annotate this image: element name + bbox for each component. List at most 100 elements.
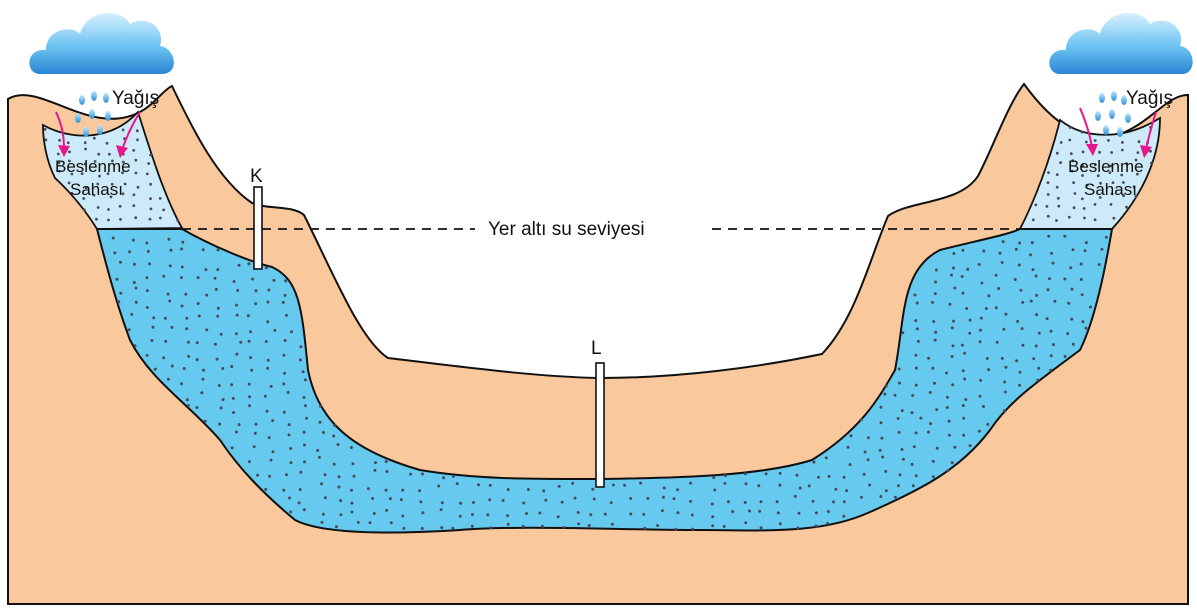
pore-dot: [180, 248, 183, 251]
pore-dot: [964, 398, 967, 401]
pore-dot: [133, 281, 136, 284]
pore-dot: [961, 275, 964, 278]
pore-dot: [119, 218, 122, 221]
pore-dot: [934, 331, 937, 334]
pore-dot: [488, 498, 491, 501]
pore-dot: [247, 314, 250, 317]
pore-dot: [778, 484, 781, 487]
pore-dot: [472, 501, 475, 504]
pore-dot: [1125, 206, 1128, 209]
pore-dot: [796, 474, 799, 477]
pore-dot: [952, 344, 955, 347]
pore-dot: [232, 397, 235, 400]
pore-dot: [452, 475, 455, 478]
cloud-left: [29, 13, 173, 74]
pore-dot: [282, 382, 285, 385]
pore-dot: [357, 521, 360, 524]
pore-dot: [879, 449, 882, 452]
pore-dot: [1004, 366, 1007, 369]
pore-dot: [1137, 151, 1140, 154]
pore-dot: [159, 217, 162, 220]
pore-dot: [987, 294, 990, 297]
pore-dot: [1094, 203, 1097, 206]
pore-dot: [128, 328, 131, 331]
pore-dot: [112, 237, 115, 240]
pore-dot: [727, 500, 730, 503]
pore-dot: [303, 396, 306, 399]
pore-dot: [1072, 248, 1075, 251]
pore-dot: [1100, 248, 1103, 251]
pore-dot: [264, 488, 267, 491]
pore-dot: [1083, 217, 1086, 220]
pore-dot: [132, 239, 135, 242]
pore-dot: [779, 472, 782, 475]
pore-dot: [451, 527, 454, 530]
pore-dot: [400, 498, 403, 501]
pore-dot: [164, 340, 167, 343]
pore-dot: [689, 482, 692, 485]
pore-dot: [272, 450, 275, 453]
pore-dot: [135, 301, 138, 304]
pore-dot: [610, 501, 613, 504]
pore-dot: [235, 431, 238, 434]
pore-dot: [233, 280, 236, 283]
pore-dot: [284, 294, 287, 297]
pore-dot: [320, 482, 323, 485]
pore-dot: [303, 444, 306, 447]
pore-dot: [506, 514, 509, 517]
pore-dot: [1121, 149, 1124, 152]
pore-dot: [220, 407, 223, 410]
pore-dot: [963, 352, 966, 355]
pore-dot: [486, 513, 489, 516]
pore-dot: [828, 475, 831, 478]
pore-dot: [966, 268, 969, 271]
pore-dot: [441, 501, 444, 504]
pore-dot: [135, 159, 138, 162]
pore-dot: [1035, 275, 1038, 278]
pore-dot: [808, 484, 811, 487]
pore-dot: [897, 484, 900, 487]
pore-dot: [978, 430, 981, 433]
pore-dot: [204, 420, 207, 423]
pore-dot: [119, 292, 122, 295]
pore-dot: [202, 369, 205, 372]
pore-dot: [134, 344, 137, 347]
pore-dot: [962, 417, 965, 420]
pore-dot: [916, 302, 919, 305]
pore-dot: [135, 172, 138, 175]
pore-dot: [934, 292, 937, 295]
pore-dot: [979, 329, 982, 332]
pore-dot: [1068, 139, 1071, 142]
pore-dot: [58, 139, 61, 142]
rain-label-right: Yağış: [1126, 88, 1173, 109]
pore-dot: [108, 153, 111, 156]
pore-dot: [162, 356, 165, 359]
pore-dot: [489, 484, 492, 487]
pore-dot: [917, 340, 920, 343]
pore-dot: [1047, 193, 1050, 196]
pore-dot: [946, 396, 949, 399]
pore-dot: [962, 404, 965, 407]
pore-dot: [290, 330, 293, 333]
pore-dot: [1001, 261, 1004, 264]
pore-dot: [389, 497, 392, 500]
pore-dot: [1085, 141, 1088, 144]
pore-dot: [577, 522, 580, 525]
pore-dot: [1003, 409, 1006, 412]
pore-dot: [962, 434, 965, 437]
pore-dot: [986, 423, 989, 426]
pore-dot: [1074, 192, 1077, 195]
pore-dot: [1038, 332, 1041, 335]
pore-dot: [1047, 215, 1050, 218]
pore-dot: [798, 512, 801, 515]
pore-dot: [1046, 205, 1049, 208]
pore-dot: [963, 378, 966, 381]
pore-dot: [642, 513, 645, 516]
pore-dot: [170, 326, 173, 329]
pore-dot: [1021, 327, 1024, 330]
pore-dot: [251, 278, 254, 281]
pore-dot: [860, 496, 863, 499]
pore-dot: [133, 263, 136, 266]
pore-dot: [303, 431, 306, 434]
pore-dot: [134, 216, 137, 219]
